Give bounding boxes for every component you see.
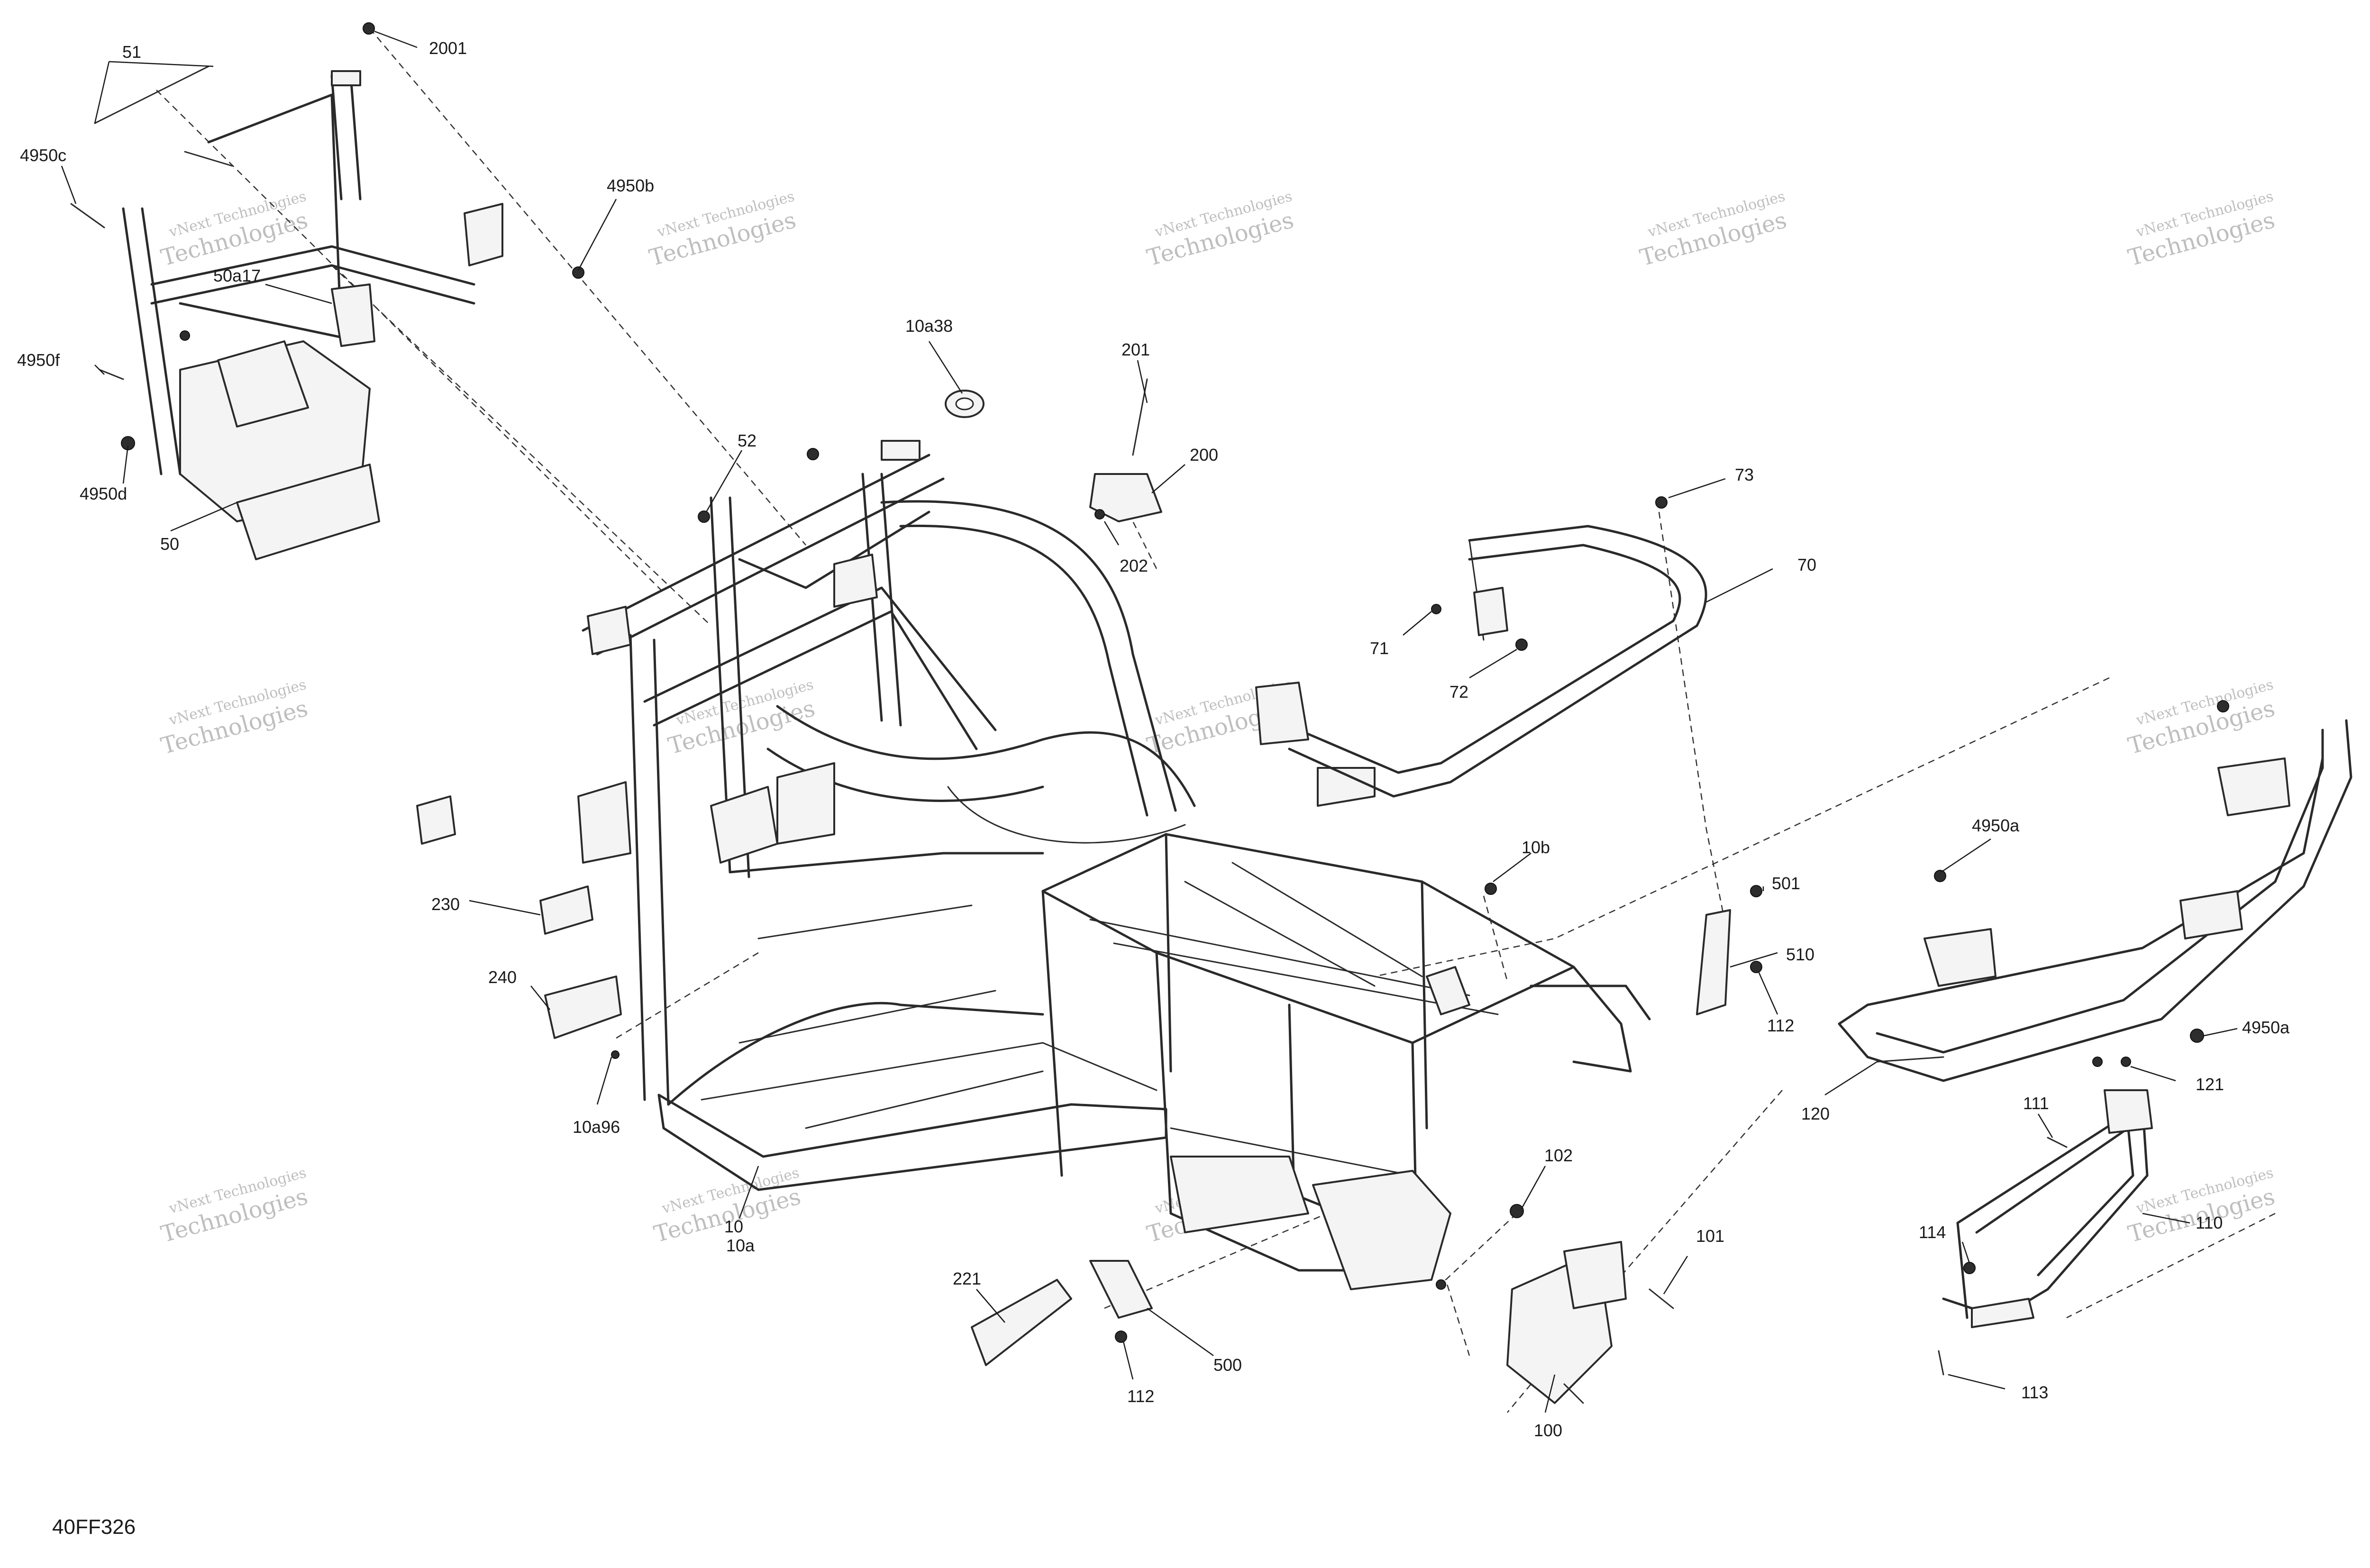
watermark: vNext Technologies Technologies: [158, 676, 310, 760]
watermark: vNext Technologies Technologies: [647, 188, 799, 272]
diagram-code: 40FF326: [52, 1515, 136, 1539]
callout-4950b: 4950b: [607, 176, 654, 195]
watermark: vNext Technologies Technologies: [158, 188, 310, 272]
front-bumper-assembly: [122, 70, 503, 560]
bracket-500: [1089, 1260, 1153, 1319]
callout-221: 221: [953, 1269, 981, 1288]
callout-10a: 10a: [726, 1236, 755, 1255]
callout-120: 120: [1801, 1104, 1830, 1123]
watermark: vNext Technologies Technologies: [1144, 188, 1296, 272]
callout-4950c: 4950c: [20, 146, 66, 165]
watermark: vNext Technologies Technologies: [2125, 676, 2278, 760]
callout-50a17: 50a17: [213, 266, 261, 285]
watermark: vNext Technologies Technologies: [2125, 188, 2278, 272]
plate-240: [544, 975, 622, 1039]
callout-50: 50: [160, 534, 179, 554]
callout-201: 201: [1121, 340, 1150, 359]
callout-102: 102: [1544, 1146, 1573, 1165]
callout-240: 240: [488, 967, 517, 987]
watermark: vNext Technologies Technologies: [1637, 188, 1789, 272]
small-parts: [416, 378, 1731, 1404]
callout-230: 230: [431, 894, 460, 914]
callout-4950a: 4950a: [2242, 1018, 2290, 1037]
callout-501: 501: [1772, 874, 1800, 893]
callout-112: 112: [1767, 1016, 1794, 1035]
callout-500: 500: [1213, 1355, 1242, 1375]
callout-labels: 2001 51 4950c 4950b 50a17 4950f 4950d 50…: [17, 38, 2290, 1440]
strap-221: [971, 1279, 1072, 1366]
callout-10a38: 10a38: [905, 316, 953, 336]
plate-230b: [539, 885, 593, 935]
callout-4950a: 4950a: [1972, 816, 2020, 835]
rear-rack-70: [1255, 525, 1707, 798]
callout-51: 51: [122, 42, 141, 62]
watermark: vNext Technologies Technologies: [158, 1165, 310, 1248]
callout-73: 73: [1735, 465, 1754, 484]
callout-10a96: 10a96: [573, 1117, 620, 1137]
rear-bumper-120: [1838, 719, 2352, 1082]
callout-112: 112: [1127, 1386, 1154, 1406]
callout-72: 72: [1449, 682, 1468, 702]
watermarks: vNext Technologies Technologies vNext Te…: [158, 188, 2278, 1248]
callout-leaders: [61, 30, 2238, 1413]
callout-114: 114: [1919, 1222, 1946, 1242]
callout-111: 111: [2023, 1094, 2049, 1113]
callout-510: 510: [1786, 945, 1814, 964]
callout-10b: 10b: [1522, 838, 1550, 857]
callout-4950f: 4950f: [17, 350, 60, 370]
callout-100: 100: [1534, 1421, 1562, 1440]
callout-200: 200: [1190, 445, 1218, 465]
bracket-200: [1089, 473, 1162, 522]
callout-110: 110: [2196, 1213, 2223, 1232]
callout-101: 101: [1696, 1226, 1724, 1246]
callout-2001: 2001: [429, 38, 467, 58]
fasteners: [70, 22, 2229, 1404]
main-frame: [577, 440, 1651, 1290]
callout-70: 70: [1797, 555, 1816, 574]
callout-10: 10: [724, 1217, 743, 1236]
callout-113: 113: [2021, 1383, 2048, 1402]
callout-52: 52: [738, 431, 757, 450]
bracket-510: [1696, 909, 1731, 1015]
callout-4950d: 4950d: [80, 484, 127, 503]
rear-guard-110: [1942, 1089, 2153, 1328]
callout-71: 71: [1370, 638, 1389, 658]
plate-230a: [416, 795, 456, 845]
callout-121: 121: [2196, 1075, 2224, 1094]
callout-202: 202: [1120, 556, 1148, 575]
